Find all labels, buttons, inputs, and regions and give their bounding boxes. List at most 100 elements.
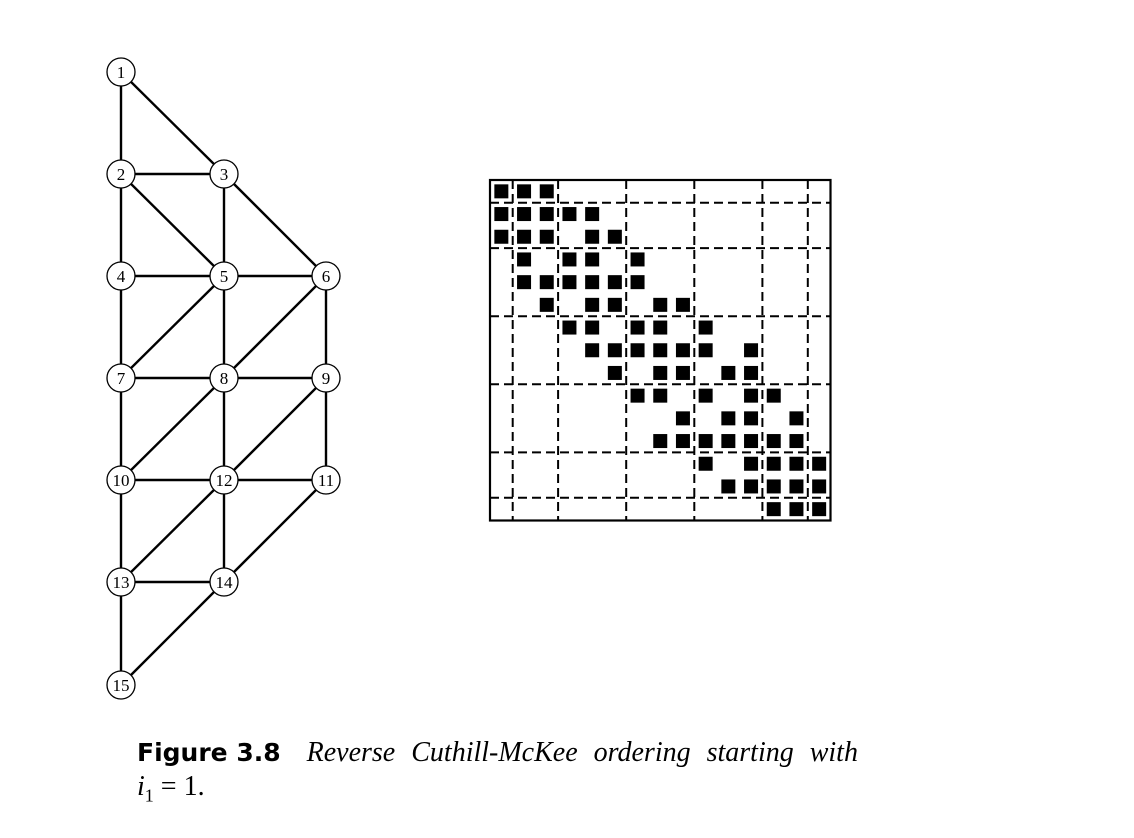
matrix-entry-14-15	[812, 479, 827, 494]
matrix-entry-3-5	[585, 229, 600, 244]
matrix-entry-4-2	[517, 252, 532, 267]
matrix-entry-8-5	[585, 343, 600, 358]
graph-node-circle	[106, 261, 136, 291]
graph-node-14: 14	[209, 567, 239, 597]
matrix-entry-4-7	[630, 252, 645, 267]
graph-node-6: 6	[311, 261, 341, 291]
matrix-entry-3-3	[539, 229, 554, 244]
matrix-entry-11-14	[789, 411, 804, 426]
matrix-entry-10-10	[698, 388, 713, 403]
caption-var: i	[137, 771, 145, 802]
matrix-entry-12-11	[721, 434, 736, 449]
graph-edge-1-3	[120, 71, 225, 175]
matrix-entry-1-1	[494, 184, 509, 199]
graph-edge-3-6	[223, 173, 327, 277]
matrix-entry-5-6	[607, 275, 622, 290]
graph-node-label: 7	[117, 369, 126, 388]
graph-node-circle	[311, 261, 341, 291]
graph-node-5: 5	[209, 261, 239, 291]
matrix-entry-8-10	[698, 343, 713, 358]
graph-node-circle	[209, 567, 239, 597]
matrix-entry-9-11	[721, 365, 736, 380]
matrix-entry-13-15	[812, 456, 827, 471]
matrix-grid	[488, 178, 832, 522]
matrix-entry-3-6	[607, 229, 622, 244]
graph-node-8: 8	[209, 363, 239, 393]
graph-edge-8-10	[120, 377, 225, 481]
matrix-entry-12-10	[698, 434, 713, 449]
matrix-entry-2-3	[539, 207, 554, 222]
graph-node-1: 1	[106, 57, 136, 87]
matrix-entry-5-5	[585, 275, 600, 290]
matrix-entry-4-5	[585, 252, 600, 267]
matrix-entry-6-8	[653, 297, 668, 312]
matrix-entry-9-9	[675, 365, 690, 380]
graph-node-label: 2	[117, 165, 126, 184]
graph-node-label: 5	[220, 267, 229, 286]
graph-node-circle	[311, 363, 341, 393]
matrix-entry-9-6	[607, 365, 622, 380]
matrix-entry-6-5	[585, 297, 600, 312]
caption-sub: 1	[144, 785, 154, 806]
matrix-entry-15-15	[812, 502, 827, 517]
matrix-entries	[494, 184, 827, 517]
graph-node-label: 3	[220, 165, 229, 184]
graph-node-circle	[106, 465, 136, 495]
graph-node-label: 15	[113, 676, 130, 695]
graph-node-circle	[311, 465, 341, 495]
matrix-entry-10-13	[766, 388, 781, 403]
graph-node-9: 9	[311, 363, 341, 393]
matrix-entry-5-3	[539, 275, 554, 290]
matrix-entry-5-7	[630, 275, 645, 290]
graph-node-label: 13	[113, 573, 130, 592]
matrix-entry-10-12	[744, 388, 759, 403]
matrix-entry-12-13	[766, 434, 781, 449]
graph-node-circle	[106, 567, 136, 597]
matrix-entry-11-9	[675, 411, 690, 426]
matrix-entry-3-1	[494, 229, 509, 244]
matrix-entry-1-3	[539, 184, 554, 199]
graph-node-circle	[209, 363, 239, 393]
graph-node-circle	[209, 261, 239, 291]
matrix-entry-12-12	[744, 434, 759, 449]
matrix-entry-14-14	[789, 479, 804, 494]
graph-node-label: 8	[220, 369, 229, 388]
matrix-frame	[488, 178, 832, 522]
matrix-entry-13-14	[789, 456, 804, 471]
graph-node-label: 14	[216, 573, 234, 592]
matrix-entry-9-12	[744, 365, 759, 380]
matrix-entry-14-13	[766, 479, 781, 494]
caption-label: Figure 3.8	[137, 738, 281, 767]
graph-node-15: 15	[106, 670, 136, 700]
graph-node-7: 7	[106, 363, 136, 393]
graph-node-3: 3	[209, 159, 239, 189]
graph-edge-14-15	[120, 581, 225, 686]
graph-node-4: 4	[106, 261, 136, 291]
graph-node-label: 1	[117, 63, 126, 82]
matrix-entry-1-2	[517, 184, 532, 199]
matrix-entry-7-4	[562, 320, 577, 335]
matrix-entry-8-12	[744, 343, 759, 358]
graph-edge-9-12	[223, 377, 327, 481]
matrix-entry-9-8	[653, 365, 668, 380]
matrix-entry-15-13	[766, 502, 781, 517]
graph-node-circle	[106, 363, 136, 393]
matrix-entry-10-8	[653, 388, 668, 403]
graph-node-2: 2	[106, 159, 136, 189]
matrix-entry-13-12	[744, 456, 759, 471]
matrix-entry-8-7	[630, 343, 645, 358]
matrix-entry-6-9	[675, 297, 690, 312]
matrix-entry-6-3	[539, 297, 554, 312]
graph-edge-5-7	[120, 275, 225, 379]
figure-caption: Figure 3.8 Reverse Cuthill-McKee orderin…	[137, 737, 937, 807]
graph-node-13: 13	[106, 567, 136, 597]
matrix-entry-7-7	[630, 320, 645, 335]
matrix-entry-8-6	[607, 343, 622, 358]
graph-node-label: 4	[117, 267, 126, 286]
graph-node-label: 12	[216, 471, 233, 490]
matrix-entry-5-2	[517, 275, 532, 290]
graph-node-circle	[209, 465, 239, 495]
graph-node-label: 6	[322, 267, 331, 286]
